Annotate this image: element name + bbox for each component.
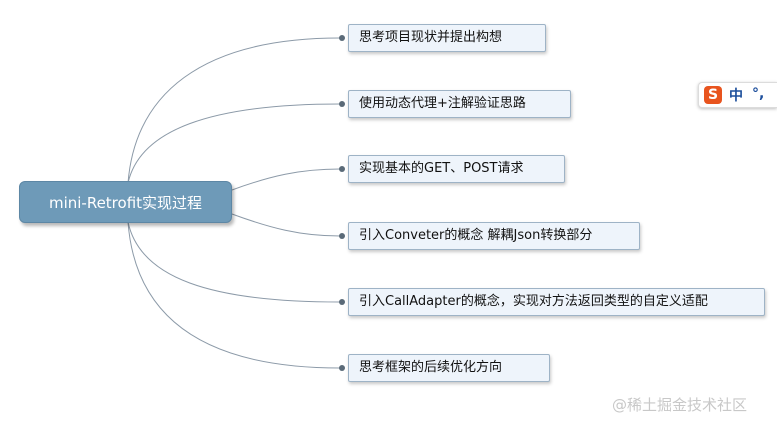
connector-to-topic-1 [127,37,341,184]
connector-dot-3 [339,166,345,172]
connector-to-topic-2 [127,103,341,184]
ime-punctuation-toggle[interactable]: °, [752,86,765,102]
connector-to-topic-4 [231,213,341,237]
connector-to-topic-3 [231,168,341,191]
topic-5[interactable]: 引入CallAdapter的概念，实现对方法返回类型的自定义适配 [348,288,765,316]
watermark: @稀土掘金技术社区 [612,396,748,414]
connector-to-topic-6 [127,221,341,369]
connector-dot-5 [339,299,345,305]
topic-3[interactable]: 实现基本的GET、POST请求 [348,155,565,183]
topic-2[interactable]: 使用动态代理+注解验证思路 [348,90,571,118]
ime-mode-toggle[interactable]: 中 [729,88,743,104]
root-topic[interactable]: mini-Retrofit实现过程 [19,181,232,223]
sogou-logo-icon[interactable]: S [704,86,722,104]
connector-dot-1 [339,35,345,41]
connector-dot-4 [339,233,345,239]
topic-1[interactable]: 思考项目现状并提出构想 [348,24,546,52]
connector-dot-6 [339,365,345,371]
connector-dot-2 [339,101,345,107]
topic-6[interactable]: 思考框架的后续优化方向 [348,354,550,382]
ime-toolbar[interactable]: S 中 °, [698,82,777,108]
topic-4[interactable]: 引入Conveter的概念 解耦Json转换部分 [348,222,640,250]
connector-to-topic-5 [127,221,341,303]
